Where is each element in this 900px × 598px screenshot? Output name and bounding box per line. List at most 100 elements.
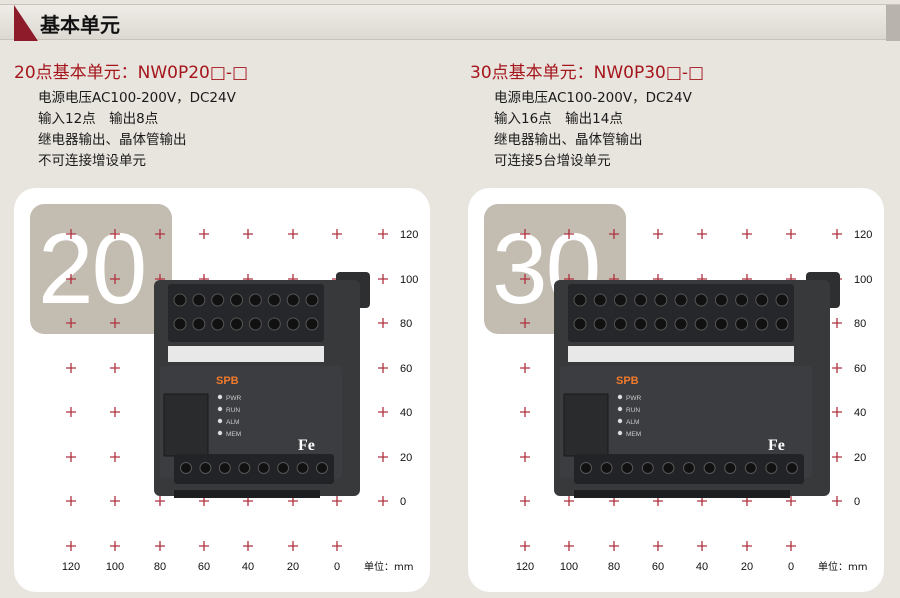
y-tick-label: 0 xyxy=(854,496,860,508)
left-point-badge: 20 xyxy=(30,204,172,334)
grid-cross xyxy=(742,229,752,239)
grid-cross xyxy=(66,452,76,462)
grid-cross xyxy=(520,541,530,551)
terminal-screw xyxy=(180,462,192,474)
spec-line: 不可连接增设单元 xyxy=(38,153,146,169)
grid-cross xyxy=(564,496,574,506)
grid-cross xyxy=(742,541,752,551)
grid-cross xyxy=(378,274,388,284)
x-tick-label: 0 xyxy=(334,561,340,573)
grid-cross xyxy=(288,541,298,551)
terminal-screw xyxy=(600,462,613,474)
terminal-screw xyxy=(714,293,728,307)
right-model-title: 30点基本单元：NW0P30□-□ xyxy=(470,63,705,83)
y-tick-label: 120 xyxy=(854,229,872,241)
terminal-screw xyxy=(775,317,789,331)
led-label: MEM xyxy=(226,431,241,438)
grid-cross xyxy=(332,541,342,551)
terminal-screw xyxy=(238,462,251,474)
grid-cross xyxy=(520,407,530,417)
cover-door xyxy=(163,393,209,457)
grid-cross xyxy=(110,496,120,506)
terminal-screw xyxy=(573,317,587,331)
top-terminal-block xyxy=(168,284,324,342)
left-spec-section: 20点基本单元：NW0P20□-□ 电源电压AC100-200V，DC24V 输… xyxy=(14,62,444,172)
grid-cross xyxy=(520,229,530,239)
terminal-screw xyxy=(674,293,688,307)
grid-cross xyxy=(653,229,663,239)
grid-cross xyxy=(378,496,388,506)
terminal-screw xyxy=(621,462,634,474)
terminal-screw xyxy=(248,293,262,307)
grid-cross xyxy=(66,318,76,328)
grid-cross xyxy=(697,229,707,239)
x-tick-label: 80 xyxy=(154,561,166,573)
grid-cross xyxy=(520,496,530,506)
grid-cross xyxy=(786,496,796,506)
grid-cross xyxy=(564,229,574,239)
terminal-screw xyxy=(286,317,300,331)
x-tick-label: 60 xyxy=(198,561,210,573)
terminal-screw xyxy=(580,462,592,474)
status-led xyxy=(217,430,223,436)
terminal-screw xyxy=(305,293,319,307)
terminal-screw xyxy=(277,462,290,474)
right-spec-section: 30点基本单元：NW0P30□-□ 电源电压AC100-200V，DC24V 输… xyxy=(470,62,900,172)
terminal-screw xyxy=(634,293,648,307)
terminal-screw xyxy=(573,293,587,307)
x-tick-label: 100 xyxy=(560,561,578,573)
spec-line: 电源电压AC100-200V，DC24V xyxy=(38,90,236,106)
x-tick-label: 20 xyxy=(741,561,753,573)
status-led xyxy=(217,394,223,400)
terminal-screw xyxy=(724,462,737,474)
terminal-screw xyxy=(744,462,757,474)
terminal-screw xyxy=(735,293,749,307)
terminal-screw xyxy=(192,293,206,307)
y-tick-label: 40 xyxy=(854,407,866,419)
terminal-screw xyxy=(257,462,270,474)
grid-cross xyxy=(520,363,530,373)
grid-cross xyxy=(199,229,209,239)
led-label: PWR xyxy=(626,395,641,402)
terminal-screw xyxy=(714,317,728,331)
terminal-screw xyxy=(199,462,212,474)
grid-cross xyxy=(66,274,76,284)
terminal-screw xyxy=(211,293,225,307)
grid-cross xyxy=(520,452,530,462)
status-led xyxy=(617,394,623,400)
terminal-screw xyxy=(173,317,187,331)
terminal-screw xyxy=(654,317,668,331)
grid-cross xyxy=(697,541,707,551)
terminal-screw xyxy=(316,462,328,474)
header-edge xyxy=(886,5,900,41)
page-title: 基本单元 xyxy=(40,13,120,37)
terminal-screw xyxy=(296,462,309,474)
y-tick-label: 60 xyxy=(400,363,412,375)
terminal-screw xyxy=(735,317,749,331)
maker-logo: Fe xyxy=(298,437,315,454)
y-tick-label: 80 xyxy=(854,318,866,330)
brand-label: SPB xyxy=(616,375,639,387)
grid-cross xyxy=(378,452,388,462)
x-tick-label: 20 xyxy=(287,561,299,573)
front-panel xyxy=(560,366,812,478)
terminal-screw xyxy=(613,293,627,307)
terminal-screw xyxy=(786,462,798,474)
terminal-screw xyxy=(765,462,778,474)
grid-cross xyxy=(378,318,388,328)
terminal-screw xyxy=(694,293,708,307)
grid-cross xyxy=(520,318,530,328)
grid-cross xyxy=(110,452,120,462)
grid-cross xyxy=(243,541,253,551)
grid-cross xyxy=(653,541,663,551)
status-led xyxy=(217,418,223,424)
grid-cross xyxy=(609,229,619,239)
led-label: RUN xyxy=(226,407,240,414)
left-model-title: 20点基本单元：NW0P20□-□ xyxy=(14,63,249,83)
grid-cross xyxy=(110,363,120,373)
left-badge-number: 20 xyxy=(38,213,147,325)
terminal-screw xyxy=(286,293,300,307)
bottom-terminal-block xyxy=(174,454,334,484)
grid-cross xyxy=(378,407,388,417)
